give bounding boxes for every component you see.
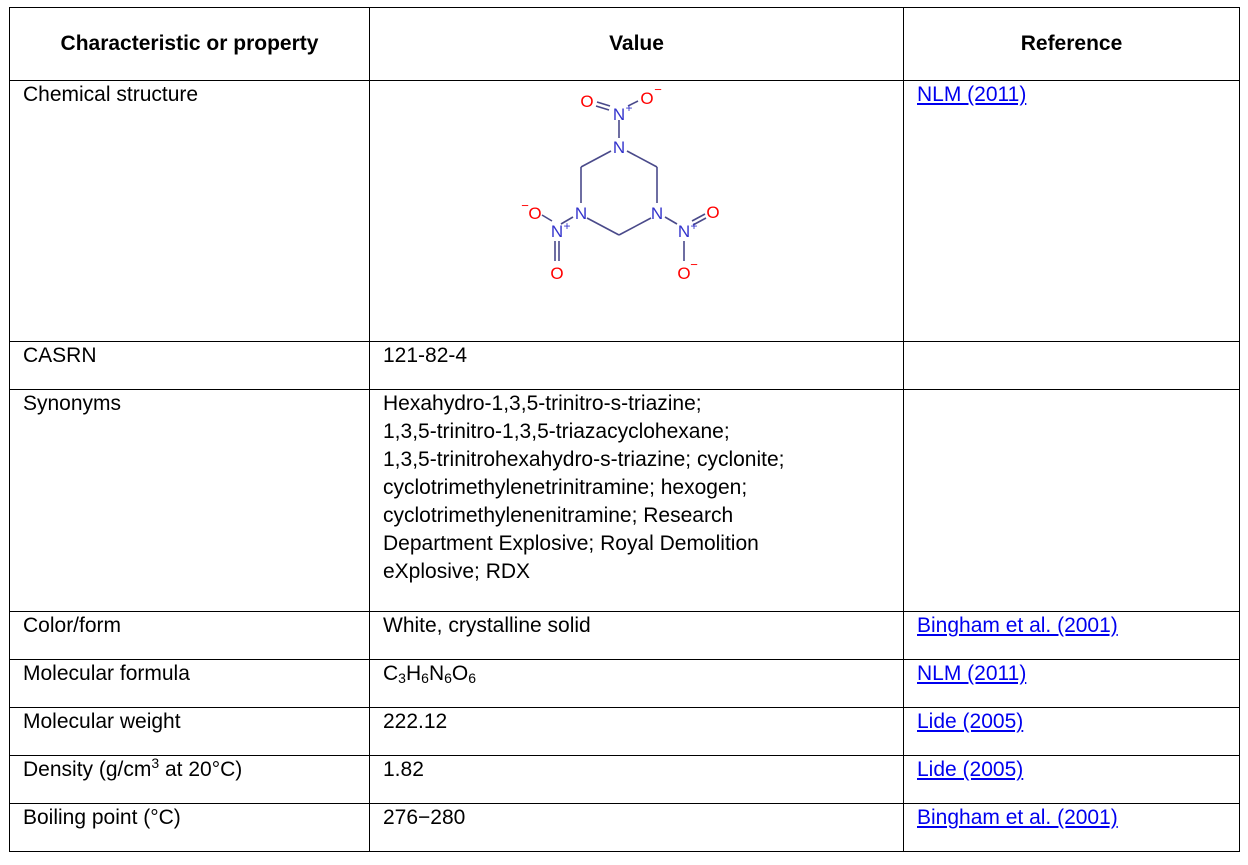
value-cell: Hexahydro-1,3,5-trinitro-s-triazine; 1,3… [369,389,904,612]
atom-oxygen: O [677,264,690,283]
value-cell: 276−280 [369,803,904,852]
header-value: Value [369,7,904,81]
density-exponent: 3 [151,755,160,771]
reference-cell [903,389,1240,612]
charge-positive: + [625,101,632,115]
density-label-text: Density (g/cm [23,758,152,781]
formula-element: H [405,662,422,685]
property-cell: Color/form [9,611,370,660]
table-row: Chemical structure [9,80,1240,342]
value-cell: 121-82-4 [369,341,904,390]
formula-element: C [383,662,399,685]
synonym-line: 1,3,5-trinitro-1,3,5-triazacyclohexane; [383,420,730,443]
atom-oxygen: O [706,203,719,222]
atom-oxygen: O [640,89,653,108]
atom-nitrogen: N [650,204,662,223]
chemical-structure-image: O O − N + N N N N + O − O N + O O [521,82,719,283]
properties-table: Characteristic or property Value Referen… [9,7,1240,852]
property-cell: Synonyms [9,389,370,612]
synonym-line: Hexahydro-1,3,5-trinitro-s-triazine; [383,392,702,415]
atom-nitrogen: N [612,105,624,124]
reference-link[interactable]: Lide (2005) [917,710,1024,733]
atom-nitrogen: N [574,204,586,223]
atom-nitrogen: N [677,222,689,241]
table-row: Molecular formula C3H6N6O6 NLM (2011) [9,659,1240,708]
reference-link[interactable]: Lide (2005) [917,758,1024,781]
atom-nitrogen: N [612,138,624,157]
table-row: CASRN 121-82-4 [9,341,1240,390]
reference-cell: Bingham et al. (2001) [903,803,1240,852]
synonym-line: 1,3,5-trinitrohexahydro-s-triazine; cycl… [383,448,785,471]
atom-oxygen: O [528,204,541,223]
reference-link[interactable]: NLM (2011) [917,662,1027,685]
formula-element: N [428,662,445,685]
property-cell: Boiling point (°C) [9,803,370,852]
formula-count: 6 [444,670,452,686]
atom-oxygen: O [580,92,593,111]
table-row: Density (g/cm3 at 20°C) 1.82 Lide (2005) [9,755,1240,804]
charge-negative: − [654,82,662,97]
formula-count: 3 [398,670,406,686]
formula-count: 6 [468,670,477,686]
reference-link[interactable]: Bingham et al. (2001) [917,806,1118,829]
reference-cell [903,341,1240,390]
table-row: Boiling point (°C) 276−280 Bingham et al… [9,803,1240,852]
reference-cell: Lide (2005) [903,707,1240,756]
charge-positive: + [563,219,570,233]
reference-cell: NLM (2011) [903,659,1240,708]
table-row: Molecular weight 222.12 Lide (2005) [9,707,1240,756]
property-cell: Chemical structure [9,80,370,342]
property-cell: Molecular formula [9,659,370,708]
synonym-line: cyclotrimethylenetrinitramine; hexogen; [383,476,748,499]
formula-count: 6 [421,670,429,686]
charge-negative: − [521,198,529,213]
table-row: Color/form White, crystalline solid Bing… [9,611,1240,660]
reference-cell: Lide (2005) [903,755,1240,804]
value-cell: 222.12 [369,707,904,756]
density-label-text: at 20°C) [159,758,243,781]
synonym-line: Department Explosive; Royal Demolition [383,532,759,555]
formula-element: O [451,662,469,685]
property-cell: CASRN [9,341,370,390]
reference-cell: Bingham et al. (2001) [903,611,1240,660]
atom-oxygen: O [550,264,563,283]
reference-link[interactable]: Bingham et al. (2001) [917,614,1118,637]
header-row: Characteristic or property Value Referen… [9,7,1240,81]
synonym-line: cyclotrimethylenenitramine; Research [383,504,734,527]
value-cell: White, crystalline solid [369,611,904,660]
property-cell: Density (g/cm3 at 20°C) [9,755,370,804]
header-property: Characteristic or property [9,7,370,81]
reference-link[interactable]: NLM (2011) [917,83,1027,106]
value-cell: 1.82 [369,755,904,804]
synonym-line: eXplosive; RDX [383,560,531,583]
atom-nitrogen: N [550,222,562,241]
charge-positive: + [690,219,697,233]
charge-negative: − [690,257,698,272]
property-cell: Molecular weight [9,707,370,756]
reference-cell: NLM (2011) [903,80,1240,342]
table-row: Synonyms Hexahydro-1,3,5-trinitro-s-tria… [9,389,1240,612]
chemical-structure-cell: O O − N + N N N N + O − O N + O O [369,80,904,342]
header-reference: Reference [903,7,1240,81]
molecular-formula: C3H6N6O6 [369,659,904,708]
